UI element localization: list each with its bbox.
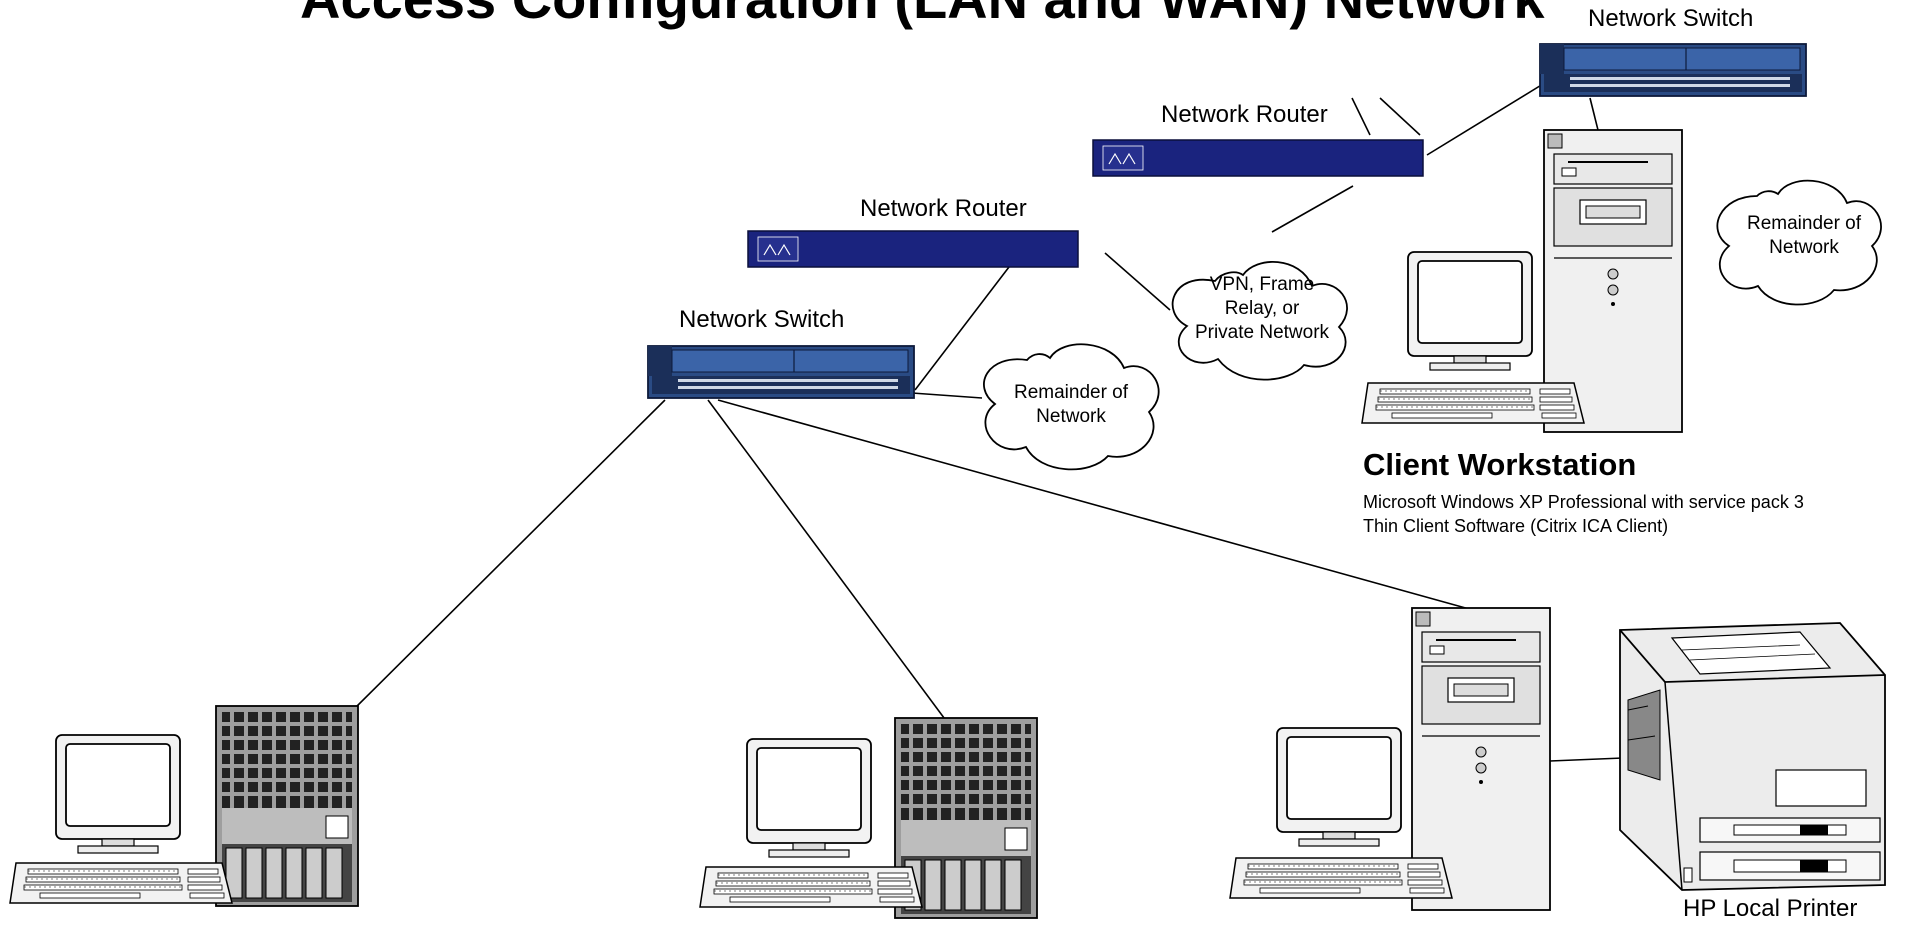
cloud-vpn-label: VPN, Frame Relay, or Private Network (1187, 273, 1337, 345)
client-keyboard-graphic (1361, 382, 1585, 424)
client-monitor-graphic (1407, 251, 1533, 371)
router-top-graphic (1092, 139, 1424, 177)
cloud-remainder-left-line-1: Remainder of (1013, 382, 1129, 403)
client-workstation-title: Client Workstation (1363, 447, 1637, 482)
switch-top-label: Network Switch (1588, 5, 1754, 32)
client-workstation-line-2: Thin Client Software (Citrix ICA Client) (1363, 516, 1669, 536)
cloud-remainder-left-label: Remainder of Network (996, 381, 1146, 429)
monitor-left-graphic (55, 734, 181, 854)
cloud-vpn-line-1: VPN, Frame (1209, 274, 1315, 295)
cloud-vpn-line-3: Private Network (1194, 322, 1330, 343)
connection-lines (349, 83, 1624, 762)
cloud-remainder-right-line-1: Remainder of (1746, 213, 1862, 234)
cloud-remainder-right (1716, 179, 1882, 306)
monitor-bottom-graphic (1276, 727, 1402, 847)
monitor-middle-graphic (746, 738, 872, 858)
switch-top-graphic (1539, 43, 1807, 97)
keyboard-bottom-graphic (1229, 857, 1453, 899)
switch-left-label: Network Switch (679, 306, 845, 333)
cloud-remainder-left (983, 343, 1160, 471)
switch-left-graphic (647, 345, 915, 399)
printer-graphic (1619, 622, 1886, 891)
cloud-remainder-left-line-2: Network (1036, 406, 1106, 427)
printer-label: HP Local Printer (1683, 895, 1858, 922)
page-title: Access Configuration (LAN and WAN) Netwo… (300, 0, 1545, 29)
router-top-label: Network Router (1161, 101, 1328, 128)
server-left-graphic (214, 704, 360, 908)
keyboard-left-graphic (9, 862, 233, 904)
cloud-vpn (1171, 261, 1348, 381)
cloud-vpn-line-2: Relay, or (1224, 298, 1300, 319)
router-left-label: Network Router (860, 195, 1027, 222)
keyboard-middle-graphic (699, 866, 923, 908)
cloud-remainder-right-label: Remainder of Network (1729, 212, 1879, 260)
client-workstation-line-1: Microsoft Windows XP Professional with s… (1363, 492, 1804, 512)
router-left-graphic (747, 230, 1079, 268)
cloud-remainder-right-line-2: Network (1769, 237, 1839, 258)
